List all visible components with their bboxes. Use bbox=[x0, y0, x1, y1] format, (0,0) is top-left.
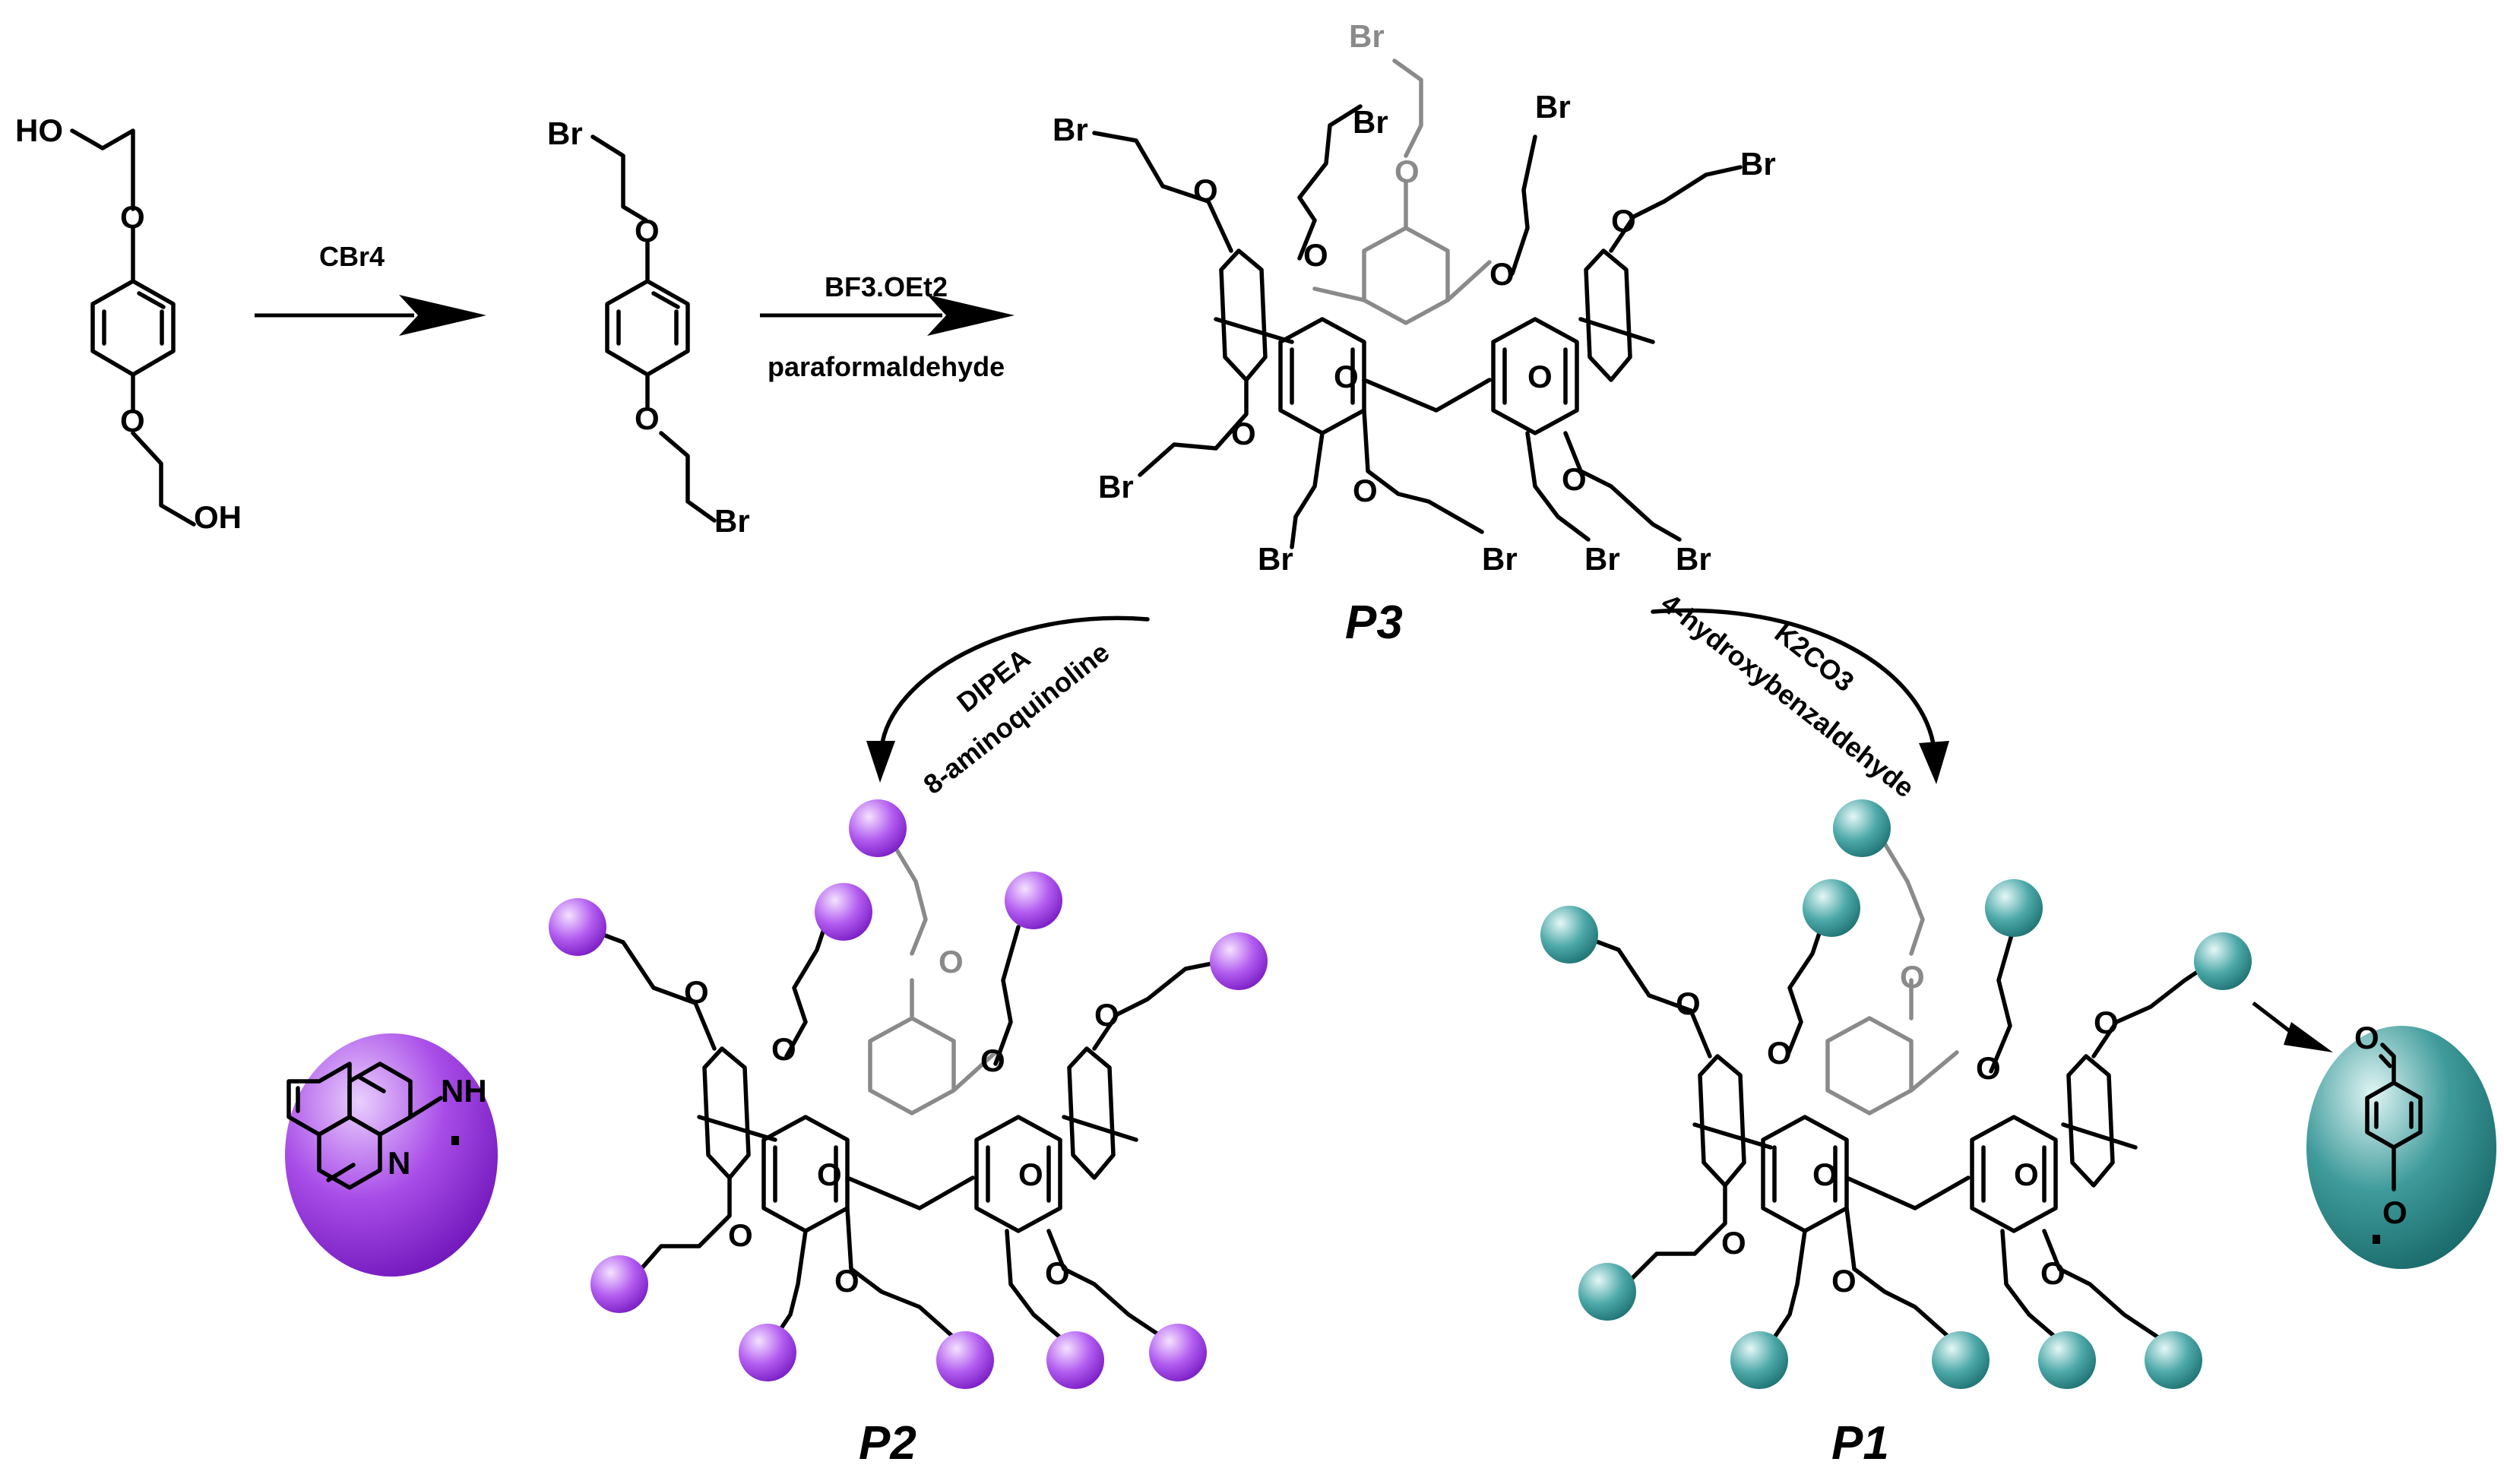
ether-oxygen-label: O bbox=[1562, 461, 1587, 497]
ether-oxygen-label: O bbox=[1334, 359, 1359, 394]
ether-oxygen-label: O bbox=[635, 213, 660, 248]
hydroxyl-label: HO bbox=[15, 112, 63, 148]
bromine-label: Br bbox=[1676, 541, 1711, 577]
compound-label-p2: P2 bbox=[859, 1417, 916, 1470]
teal-bead bbox=[1833, 799, 1891, 857]
bromine-label: Br bbox=[1740, 146, 1776, 182]
ether-oxygen-label: O bbox=[834, 1263, 859, 1299]
purple-bead bbox=[549, 898, 606, 956]
reaction-arrow-1: CBr4 bbox=[255, 241, 486, 336]
ether-oxygen-label: O bbox=[980, 1043, 1005, 1078]
purple-bead bbox=[1005, 872, 1062, 929]
quinoline-badge-icon: NH N bbox=[285, 1033, 498, 1277]
pillararene-p2: O O O O O O O O O O bbox=[549, 799, 1268, 1470]
bromine-label: Br bbox=[1349, 18, 1385, 54]
purple-bead bbox=[1210, 932, 1268, 990]
bromine-label: Br bbox=[1098, 469, 1134, 505]
ether-oxygen-label: O bbox=[1676, 986, 1701, 1021]
teal-bead bbox=[1578, 1263, 1636, 1321]
reaction-arrow-2: BF3.OEt2 paraformaldehyde bbox=[760, 271, 1015, 382]
bromine-label: Br bbox=[1482, 541, 1518, 577]
bromine-label: Br bbox=[714, 503, 750, 539]
nitrogen-label: N bbox=[388, 1145, 410, 1181]
ether-oxygen-label: O bbox=[2040, 1255, 2066, 1291]
purple-bead bbox=[936, 1331, 994, 1389]
teal-bead bbox=[2145, 1331, 2202, 1389]
ether-oxygen-label: O bbox=[1231, 416, 1256, 451]
compound-label-p3: P3 bbox=[1345, 596, 1403, 649]
bromine-label: Br bbox=[1535, 89, 1571, 125]
starting-diol: HO O O OH bbox=[15, 112, 242, 535]
purple-bead bbox=[1149, 1324, 1207, 1381]
purple-bead bbox=[815, 883, 872, 941]
ether-oxygen-label: O bbox=[635, 400, 660, 436]
ether-oxygen-label: O bbox=[120, 403, 145, 438]
ether-oxygen-label: O bbox=[1094, 997, 1119, 1033]
ether-oxygen-label: O bbox=[939, 944, 964, 979]
bromine-label: Br bbox=[1053, 112, 1088, 147]
teal-bead bbox=[1803, 879, 1860, 937]
purple-bead bbox=[590, 1255, 648, 1313]
ether-oxygen-label: O bbox=[1527, 359, 1553, 394]
teal-bead bbox=[2038, 1331, 2096, 1389]
ether-oxygen-label: O bbox=[1812, 1157, 1838, 1192]
bromine-label: Br bbox=[547, 115, 583, 151]
purple-bead bbox=[1046, 1331, 1104, 1389]
ether-oxygen-label: O bbox=[2382, 1194, 2407, 1230]
ether-oxygen-label: O bbox=[1045, 1255, 1070, 1291]
bromine-label: Br bbox=[1584, 541, 1620, 577]
bromine-label: Br bbox=[1353, 104, 1388, 140]
ether-oxygen-label: O bbox=[1018, 1157, 1043, 1192]
ether-oxygen-label: O bbox=[2014, 1157, 2039, 1192]
hydroxyl-label: OH bbox=[194, 499, 242, 535]
ether-oxygen-label: O bbox=[2094, 1005, 2119, 1040]
ether-oxygen-label: O bbox=[1353, 473, 1378, 508]
step1-reagent: CBr4 bbox=[319, 241, 385, 272]
teal-bead bbox=[1985, 879, 2043, 937]
purple-bead bbox=[739, 1324, 796, 1381]
ether-oxygen-label: O bbox=[1831, 1263, 1857, 1299]
ether-oxygen-label: O bbox=[771, 1031, 796, 1067]
amine-label: NH bbox=[441, 1073, 487, 1109]
teal-bead bbox=[1730, 1331, 1788, 1389]
ether-oxygen-label: O bbox=[1900, 959, 1925, 995]
step2-reagent-bottom: paraformaldehyde bbox=[768, 351, 1005, 382]
ether-oxygen-label: O bbox=[1611, 203, 1636, 239]
step2-reagent-top: BF3.OEt2 bbox=[825, 271, 948, 302]
ether-oxygen-label: O bbox=[120, 199, 145, 235]
pillararene-p1: O O O O O O O O O O bbox=[1540, 799, 2333, 1470]
reaction-arrow-p3-to-p1: K2CO3 4-hydroxybenzaldehyde bbox=[1651, 587, 1949, 804]
ether-oxygen-label: O bbox=[817, 1157, 842, 1192]
ether-oxygen-label: O bbox=[1767, 1035, 1792, 1071]
ether-oxygen-label: O bbox=[1394, 153, 1420, 189]
ether-oxygen-label: O bbox=[684, 974, 709, 1010]
teal-bead bbox=[1932, 1331, 1990, 1389]
ether-oxygen-label: O bbox=[1976, 1050, 2001, 1086]
ether-oxygen-label: O bbox=[728, 1217, 753, 1253]
teal-bead bbox=[1540, 906, 1598, 963]
teal-bead bbox=[2194, 932, 2252, 990]
pillararene-p3: O Br O O Br Br O O O Br Br Br O O O bbox=[1053, 18, 1776, 649]
bromine-label: Br bbox=[1258, 541, 1293, 577]
ether-oxygen-label: O bbox=[1721, 1225, 1746, 1261]
ether-oxygen-label: O bbox=[1303, 237, 1328, 273]
dibromide: Br O O Br bbox=[547, 115, 750, 539]
purple-bead bbox=[849, 799, 907, 857]
reaction-arrow-p3-to-p2: DIPEA 8-aminoquinoline bbox=[866, 615, 1150, 800]
ether-oxygen-label: O bbox=[1489, 256, 1515, 292]
ether-oxygen-label: O bbox=[1193, 172, 1218, 208]
compound-label-p1: P1 bbox=[1831, 1417, 1889, 1470]
aldehyde-badge-icon: O O bbox=[2306, 1020, 2496, 1269]
carbonyl-oxygen-label: O bbox=[2354, 1020, 2379, 1055]
